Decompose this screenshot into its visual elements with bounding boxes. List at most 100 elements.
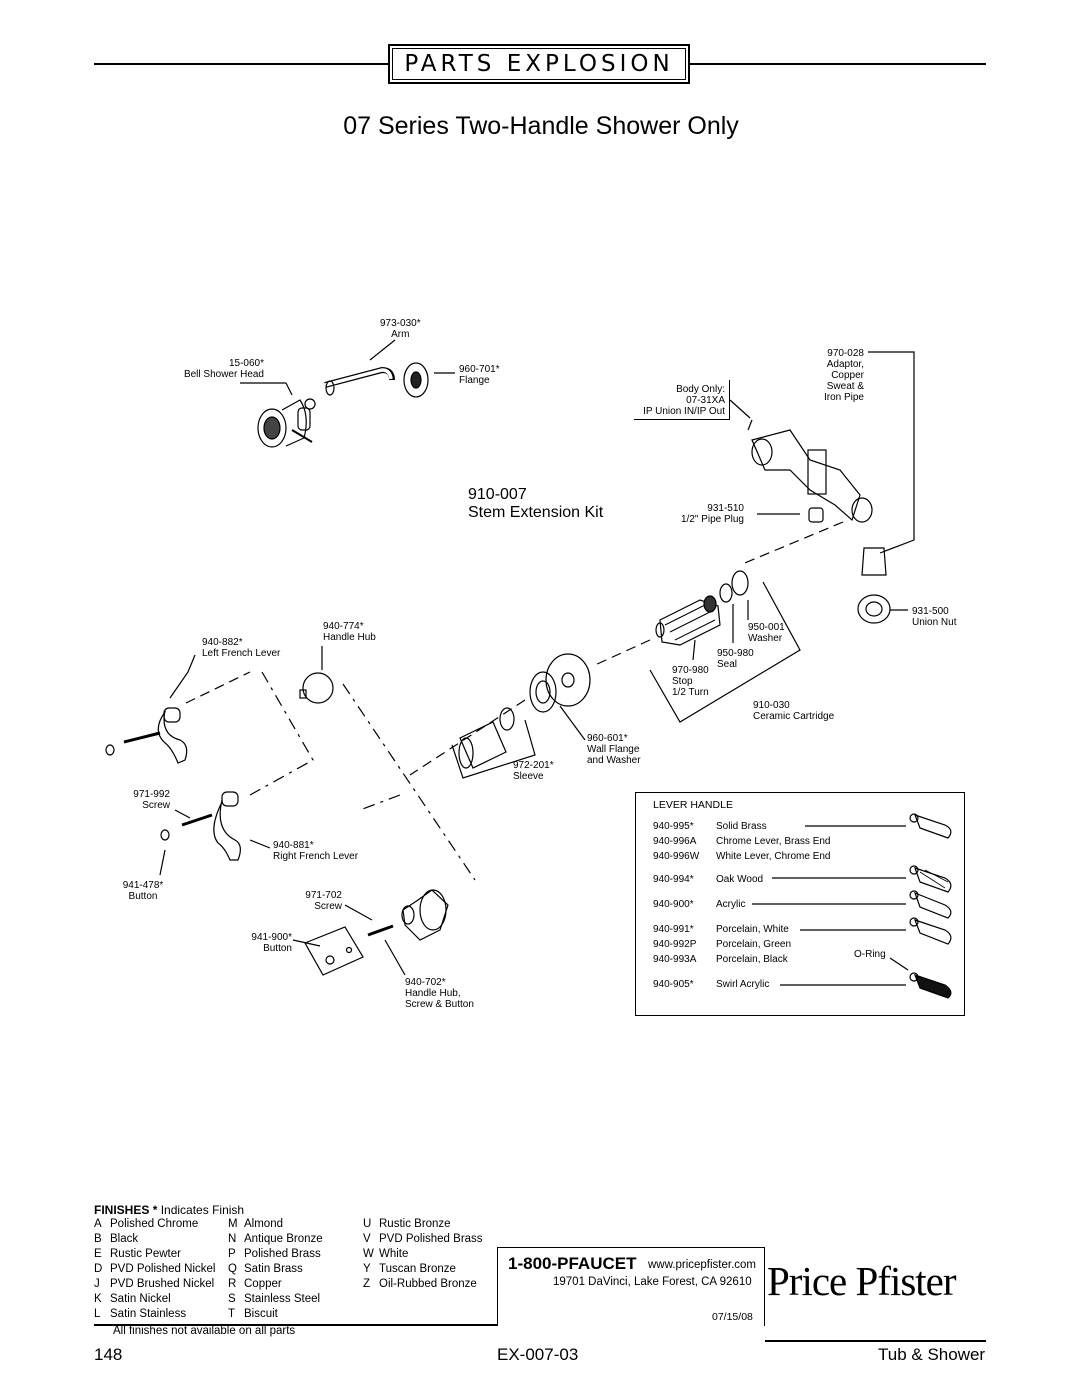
finish-name: Satin Stainless <box>110 1308 187 1320</box>
finishes-star: * <box>152 1203 158 1217</box>
label-shower-head: 15-060*Bell Shower Head <box>183 358 264 380</box>
page-number: 148 <box>94 1345 123 1364</box>
lever-handle-code: 940-900* <box>653 899 694 910</box>
finish-code: T <box>228 1308 236 1320</box>
finish-code: E <box>94 1248 102 1260</box>
finish-item: W White <box>363 1247 483 1262</box>
lever-handle-code: 940-992P <box>653 939 697 950</box>
finish-item: Z Oil-Rubbed Bronze <box>363 1277 483 1292</box>
brand-logo: Price Pfister <box>767 1258 957 1304</box>
finish-code: J <box>94 1278 100 1290</box>
lever-handle-name: Acrylic <box>716 899 746 910</box>
lever-handle-name: Porcelain, Black <box>716 954 788 965</box>
lever-handle-name: Swirl Acrylic <box>716 979 770 990</box>
phone-number: 1-800-PFAUCET <box>508 1254 637 1273</box>
lever-handle-name: Porcelain, White <box>716 924 789 935</box>
finish-code: S <box>228 1293 236 1305</box>
lever-handle-name: Chrome Lever, Brass End <box>716 836 831 847</box>
revision-date: 07/15/08 <box>712 1311 753 1323</box>
label-arm: 973-030*Arm <box>380 318 421 340</box>
finish-name: PVD Polished Brass <box>379 1233 483 1245</box>
shower-arm-drawing <box>324 366 395 396</box>
finish-name: Black <box>110 1233 139 1245</box>
label-handle-hub: 940-774*Handle Hub <box>323 621 376 643</box>
contact-rule <box>94 1324 498 1326</box>
cartridge-drawing <box>655 595 721 646</box>
label-handle-hub-screw-button: 940-702*Handle Hub,Screw & Button <box>405 977 474 1010</box>
shower-head-drawing <box>257 398 316 448</box>
finish-item: A Polished Chrome <box>94 1217 215 1232</box>
finishes-note: All finishes not available on all parts <box>113 1325 296 1337</box>
finish-name: Polished Brass <box>244 1248 321 1260</box>
finish-name: PVD Polished Nickel <box>110 1263 216 1275</box>
finish-name: Rustic Bronze <box>379 1218 451 1230</box>
document-code: EX-007-03 <box>497 1345 579 1364</box>
lever-handle-name: Oak Wood <box>716 874 764 885</box>
lever-handle-code: 940-905* <box>653 979 694 990</box>
header-rule-left <box>94 63 388 65</box>
label-flange: 960-701*Flange <box>459 364 500 386</box>
finish-code: P <box>228 1248 236 1260</box>
finish-code: K <box>94 1293 102 1305</box>
label-button-941-900: 941-900*Button <box>251 932 292 954</box>
lever-handle-box <box>635 792 965 1016</box>
lever-handle-code: 940-995* <box>653 821 694 832</box>
wall-flange-drawing <box>529 653 591 713</box>
lever-handle-code: 940-991* <box>653 924 694 935</box>
label-o-ring: O-Ring <box>854 949 886 960</box>
finish-name: Antique Bronze <box>244 1233 323 1245</box>
lever-handle-name: Porcelain, Green <box>716 939 792 950</box>
finish-name: PVD Brushed Nickel <box>110 1278 215 1290</box>
finishes-heading: FINISHES <box>94 1203 150 1217</box>
finish-item: Y Tuscan Bronze <box>363 1262 483 1277</box>
finish-item: S Stainless Steel <box>228 1292 323 1307</box>
label-left-french-lever: 940-882*Left French Lever <box>202 637 281 659</box>
finish-name: White <box>379 1248 409 1260</box>
finish-name: Satin Nickel <box>110 1293 171 1305</box>
finish-name: Tuscan Bronze <box>379 1263 456 1275</box>
lever-handle-code: 940-996W <box>653 851 700 862</box>
flange-drawing <box>403 362 429 398</box>
finish-code: W <box>363 1248 374 1260</box>
section-name: Tub & Shower <box>878 1345 986 1364</box>
finish-code: V <box>363 1233 371 1245</box>
finish-item: K Satin Nickel <box>94 1292 215 1307</box>
finish-code: Y <box>363 1263 371 1275</box>
finish-code: R <box>228 1278 237 1290</box>
website: www.pricepfister.com <box>648 1259 757 1271</box>
finish-code: A <box>94 1218 102 1230</box>
finish-name: Polished Chrome <box>110 1218 199 1230</box>
finish-item: P Polished Brass <box>228 1247 323 1262</box>
finish-item: R Copper <box>228 1277 323 1292</box>
page-title: 07 Series Two-Handle Shower Only <box>343 112 739 140</box>
finish-name: Copper <box>244 1278 282 1290</box>
finish-item: D PVD Polished Nickel <box>94 1262 215 1277</box>
finish-code: Z <box>363 1278 371 1290</box>
finishes-heading-note: Indicates Finish <box>160 1203 245 1217</box>
finish-name: Oil-Rubbed Bronze <box>379 1278 477 1290</box>
lever-handle-name: White Lever, Chrome End <box>716 851 831 862</box>
lever-handle-code: 940-996A <box>653 836 697 847</box>
label-button-941-478: 941-478*Button <box>122 880 164 902</box>
valve-body-drawing <box>747 419 873 523</box>
finish-name: Stainless Steel <box>244 1293 321 1305</box>
finish-code: D <box>94 1263 103 1275</box>
finishes-title: FINISHES * Indicates Finish <box>94 1203 244 1217</box>
